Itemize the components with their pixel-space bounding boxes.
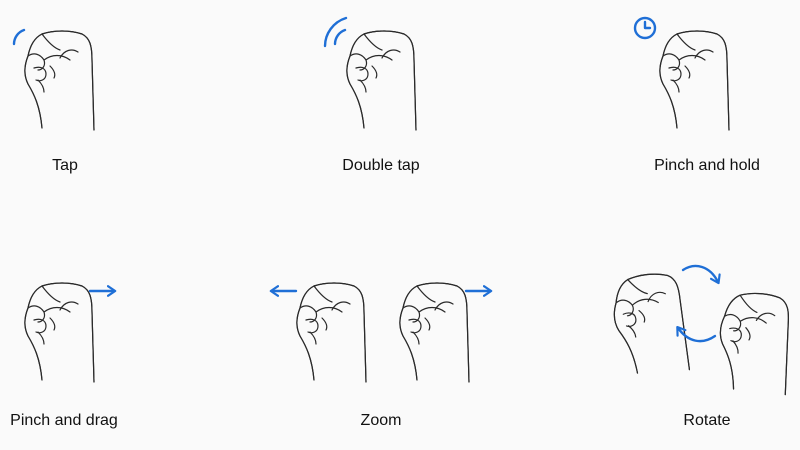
pinch-drag-hand	[24, 282, 95, 383]
rotate-hand-left	[609, 270, 691, 378]
gesture-label-rotate: Rotate	[683, 412, 731, 429]
rotate-hand-right	[715, 290, 793, 396]
zoom-hand-left	[296, 282, 367, 383]
gesture-label-double-tap: Double tap	[342, 157, 420, 174]
double-tap-arcs-icon	[323, 16, 348, 48]
gesture-label-tap: Tap	[52, 157, 78, 174]
pinch-hold-hand	[659, 30, 730, 131]
zoom-hand-right	[399, 282, 470, 383]
rotate-arrows-icon	[676, 264, 721, 343]
tap-hand	[24, 30, 95, 131]
gesture-label-pinch-and-hold: Pinch and hold	[654, 157, 760, 174]
clock-icon	[633, 16, 657, 40]
double-tap-hand	[346, 30, 417, 131]
tap-arcs-icon	[12, 28, 26, 46]
gesture-label-zoom: Zoom	[360, 412, 402, 429]
gesture-label-pinch-and-drag: Pinch and drag	[10, 412, 118, 429]
